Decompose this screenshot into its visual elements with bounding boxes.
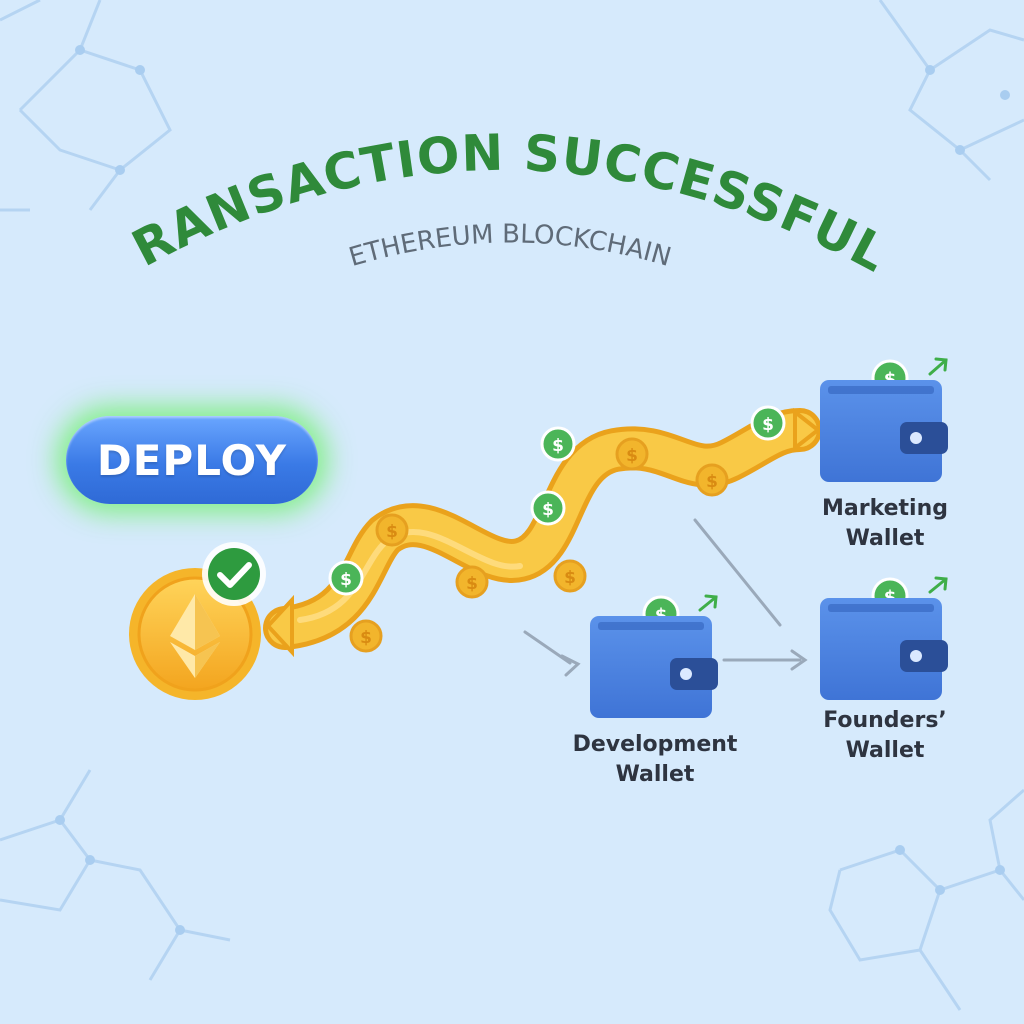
marketing-wallet: $: [820, 357, 948, 482]
svg-text:$: $: [340, 570, 352, 590]
dollar-coin-icon: $: [530, 490, 566, 526]
check-badge: [202, 542, 266, 606]
svg-text:$: $: [626, 446, 638, 466]
wallet-icon: [820, 598, 942, 700]
green-coins: $ $ $ $: [328, 405, 786, 596]
deploy-button[interactable]: DEPLOY: [66, 416, 318, 504]
connector-line: [523, 630, 572, 665]
wallet-icon: [820, 380, 942, 482]
dollar-coin-icon: $: [553, 559, 587, 593]
development-wallet-label-line1: Development: [572, 732, 738, 757]
founders-wallet: $: [820, 576, 948, 700]
svg-text:$: $: [360, 628, 372, 648]
ethereum-coin: [129, 542, 266, 700]
marketing-wallet-label: Marketing Wallet: [810, 494, 960, 554]
dollar-coin-icon: $: [540, 426, 576, 462]
arrow-up-right-icon: [928, 576, 948, 594]
gold-coins: $ $ $ $ $ $: [349, 437, 729, 653]
development-wallet-label: Development Wallet: [560, 730, 750, 790]
svg-text:$: $: [564, 568, 576, 588]
dollar-coin-icon: $: [695, 463, 729, 497]
marketing-wallet-label-line1: Marketing: [821, 496, 949, 521]
development-wallet-label-line2: Wallet: [615, 762, 695, 787]
svg-text:$: $: [466, 574, 478, 594]
dollar-coin-icon: $: [375, 513, 409, 547]
founders-wallet-label-line2: Wallet: [845, 738, 925, 763]
dollar-coin-icon: $: [349, 619, 383, 653]
dollar-coin-icon: $: [328, 560, 364, 596]
connector-lines: [523, 518, 808, 677]
dollar-coin-icon: $: [750, 405, 786, 441]
arrowhead: [560, 654, 581, 677]
page-subtitle: ETHEREUM BLOCKCHAIN: [346, 219, 675, 272]
svg-text:$: $: [706, 472, 718, 492]
founders-wallet-label-line1: Founders’: [823, 708, 947, 733]
flow-arrowhead-right: [793, 407, 822, 453]
svg-text:$: $: [552, 436, 564, 456]
dollar-coin-icon: $: [455, 565, 489, 599]
dollar-coin-icon: $: [615, 437, 649, 471]
marketing-wallet-label-line2: Wallet: [845, 526, 925, 551]
flow-arrowhead-left: [265, 594, 294, 658]
founders-wallet-label: Founders’ Wallet: [810, 706, 960, 766]
connector-line: [693, 518, 782, 627]
arrowhead: [790, 649, 808, 671]
svg-text:$: $: [386, 522, 398, 542]
arrow-up-right-icon: [698, 594, 718, 612]
ethereum-icon: [170, 594, 220, 678]
development-wallet: $: [590, 594, 718, 718]
wallet-icon: [590, 616, 712, 718]
svg-text:$: $: [542, 500, 554, 520]
arrow-up-right-icon: [928, 357, 948, 376]
svg-text:$: $: [762, 415, 774, 435]
check-icon: [217, 562, 252, 588]
